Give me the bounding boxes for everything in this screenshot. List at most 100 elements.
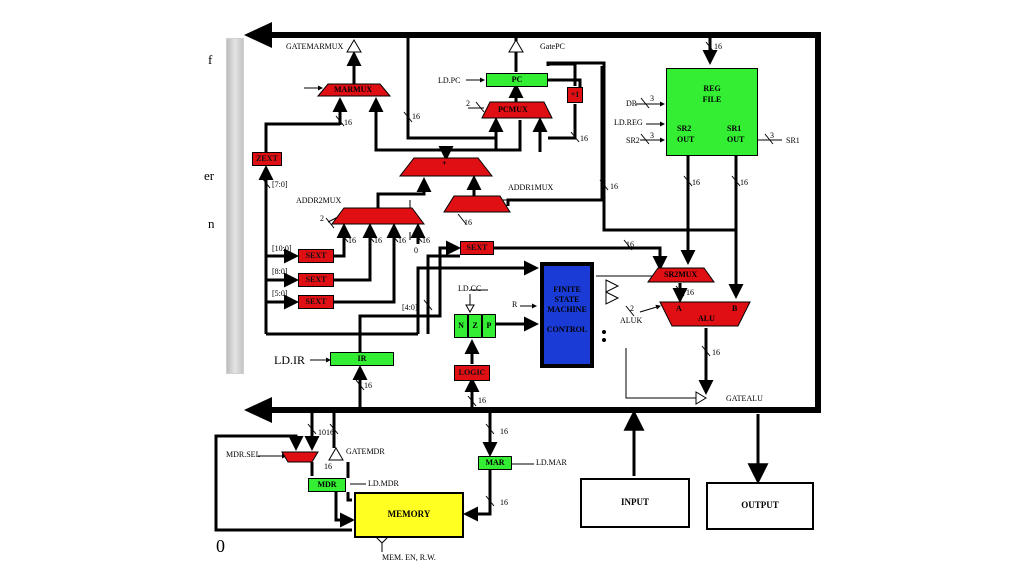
- zext-block: ZEXT: [252, 152, 282, 166]
- mem-en-label: MEM. EN, R.W.: [382, 553, 436, 562]
- gatealu-label: GATEALU: [726, 394, 763, 403]
- bw-regfile-in: 16: [714, 42, 722, 51]
- ir-field-8-0: [8:0]: [272, 267, 288, 276]
- sr2mux-shape: [647, 267, 715, 283]
- tristate-gates: [328, 39, 707, 544]
- addr2mux-shape: [331, 207, 425, 225]
- logic-block: LOGIC: [454, 365, 490, 381]
- bw-pc-bus: 16: [412, 112, 420, 121]
- sr1-label: SR1: [786, 136, 800, 145]
- bw-addr1: 16: [464, 218, 472, 227]
- alu-a-label: A: [676, 304, 682, 313]
- gatemdr-label: GATEMDR: [346, 447, 385, 456]
- memory-block: MEMORY: [354, 492, 464, 538]
- regfile-title-2: FILE: [702, 95, 722, 104]
- bw-marmux-in: 16: [344, 118, 352, 127]
- bw-mar-in: 16: [500, 427, 508, 436]
- ld-ir-label: LD.IR: [274, 353, 305, 367]
- addr1mux-shape: [443, 195, 511, 213]
- ld-cc-label: LD.CC: [458, 284, 482, 293]
- sext-block-1: SEXT: [298, 249, 334, 263]
- finite-state-machine: FINITE STATE MACHINE CONTROL: [540, 262, 594, 368]
- scrollbar[interactable]: [226, 38, 244, 374]
- output-block: OUTPUT: [706, 482, 814, 530]
- edge-letter-3: n: [208, 216, 215, 231]
- adder-shape: [398, 157, 494, 177]
- sr1-out-label-2: OUT: [727, 135, 745, 144]
- ir-field-4-0: [4:0]: [402, 303, 418, 312]
- bw-a2-4: 16: [422, 236, 430, 245]
- alu-label: ALU: [698, 314, 715, 323]
- register-file: REG FILE SR2 OUT SR1 OUT: [666, 68, 758, 156]
- ir-register: IR: [330, 352, 394, 366]
- dr-label: DR: [626, 99, 638, 108]
- bw-sr2: 3: [650, 131, 654, 140]
- pcmux-label: PCMUX: [498, 105, 528, 114]
- bw-ir: 16: [364, 381, 372, 390]
- gatemarmux-label: GATEMARMUX: [286, 42, 344, 51]
- bw-plus1: 16: [580, 134, 588, 143]
- marmux-label: MARMUX: [334, 85, 373, 94]
- bw-mar-out: 16: [500, 498, 508, 507]
- pc-register: PC: [486, 73, 548, 87]
- ir-field-5-0: [5:0]: [272, 289, 288, 298]
- plus-one-block: +1: [567, 87, 583, 103]
- ld-mar-label: LD.MAR: [536, 458, 567, 467]
- sr2-out-label-2: OUT: [677, 135, 695, 144]
- bw-pcmux-sel: 2: [466, 99, 470, 108]
- fsm-line-1: FINITE: [553, 285, 581, 294]
- edge-letter-1: f: [208, 52, 213, 67]
- r-label: R: [512, 300, 518, 309]
- bus-arrow-top: [244, 22, 272, 48]
- alu-b-label: B: [732, 304, 738, 313]
- fsm-line-4: CONTROL: [546, 325, 588, 334]
- bw-sr2mux-out: 16: [686, 288, 694, 297]
- sr2-out-label-1: SR2: [677, 124, 692, 133]
- fsm-dot-2: [602, 338, 606, 342]
- bw-mdr-a: 10: [318, 428, 326, 437]
- bw-a2-2: 16: [374, 236, 382, 245]
- gatepc-label: GatePC: [540, 42, 565, 51]
- mdr-register: MDR: [308, 478, 346, 492]
- ld-pc-label: LD.PC: [438, 76, 461, 85]
- aluk-label: ALUK: [620, 316, 643, 325]
- bw-addr2-sel: 2: [320, 214, 324, 223]
- bus-arrow-bottom: [244, 397, 272, 423]
- bw-zext: [7:0]: [272, 180, 288, 189]
- mdr-sel-label: MDR.SEL: [226, 450, 261, 459]
- fsm-line-3: MACHINE: [547, 305, 587, 314]
- addr2mux-label: ADDR2MUX: [296, 196, 342, 205]
- alu-shape: [659, 301, 751, 327]
- main-bus: [268, 32, 821, 413]
- sr1-out-label-1: SR1: [727, 124, 742, 133]
- bw-a2-3: 16: [398, 236, 406, 245]
- cc-n: N: [454, 314, 468, 338]
- adder-label: +: [442, 159, 447, 168]
- sext-block-3: SEXT: [298, 295, 334, 309]
- bw-sext4: 16: [626, 240, 634, 249]
- sr2-label: SR2: [626, 136, 640, 145]
- mdr-mux-shape: [281, 451, 319, 463]
- bw-a2-1: 16: [348, 236, 356, 245]
- sext-block-2: SEXT: [298, 273, 334, 287]
- cc-z: Z: [468, 314, 482, 338]
- bw-aluk: 2: [630, 304, 634, 313]
- regfile-title-1: REG: [703, 84, 721, 93]
- ld-reg-label: LD.REG: [614, 118, 643, 127]
- mar-register: MAR: [478, 456, 512, 470]
- bw-sr1out: 16: [740, 178, 748, 187]
- bw-logic: 16: [478, 396, 486, 405]
- fsm-line-2: STATE: [554, 295, 580, 304]
- bw-sr1-addr1: 16: [610, 182, 618, 191]
- pcmux-shape: [481, 101, 553, 119]
- bw-mdr-b: 16: [326, 428, 334, 437]
- bw-sr1: 3: [770, 131, 774, 140]
- bw-zero: 0: [414, 246, 418, 255]
- bw-mdr-c: 16: [324, 462, 332, 471]
- cc-p: P: [482, 314, 496, 338]
- bw-alu-out: 16: [712, 348, 720, 357]
- sr2mux-label: SR2MUX: [664, 270, 698, 279]
- input-block: INPUT: [580, 478, 690, 528]
